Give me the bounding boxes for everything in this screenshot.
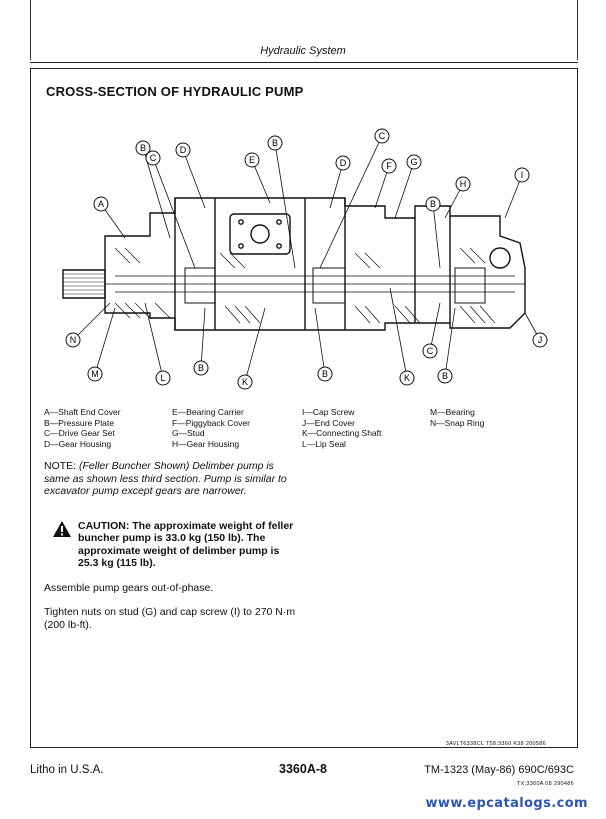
pump-cross-section-diagram: A B C D E B C D F G H I B N M L B K B K … (62, 128, 548, 390)
section-title: CROSS-SECTION OF HYDRAULIC PUMP (46, 84, 304, 99)
callout-label-b3: B (430, 199, 436, 209)
legend-item: N—Snap Ring (430, 417, 485, 428)
legend-item: H—Gear Housing (172, 438, 240, 449)
legend-item: G—Stud (172, 428, 205, 439)
note-paragraph: NOTE: (Feller Buncher Shown) Delimber pu… (44, 460, 294, 498)
content-frame (30, 68, 578, 748)
callout-label-e: E (249, 155, 255, 165)
callout-bubbles (65, 128, 548, 390)
legend-item: L—Lip Seal (302, 438, 346, 449)
section-hatching (114, 247, 496, 324)
legend-column-4: M—Bearing N—Snap Ring (430, 407, 484, 428)
legend-item: F—Piggyback Cover (172, 417, 250, 428)
reference-code: 3AVLT6338CL T58;3360 K38 200586 (445, 741, 546, 747)
callout-label-d2: D (340, 158, 347, 168)
legend-item: J—End Cover (302, 417, 355, 428)
callout-label-n: N (70, 335, 77, 345)
legend-item: I—Cap Screw (302, 407, 355, 417)
callout-label-h: H (460, 179, 467, 189)
warning-triangle-icon (53, 521, 71, 537)
callout-label-i: I (521, 170, 524, 180)
callout-label-m: M (91, 369, 99, 379)
footer-litho: Litho in U.S.A. (30, 764, 104, 776)
note-body: (Feller Buncher Shown) Delimber pump is … (44, 460, 287, 498)
callout-label-g: G (410, 157, 417, 167)
footer-manual-id: TM-1323 (May-86) 690C/693C (424, 764, 574, 776)
watermark: www.epcatalogs.com (425, 796, 588, 811)
callout-label-b2: B (272, 138, 278, 148)
callout-label-k2: K (404, 373, 410, 383)
callout-label-k1: K (242, 377, 248, 387)
legend-column-2: E—Bearing Carrier F—Piggyback Cover G—St… (172, 407, 250, 449)
legend-item: B—Pressure Plate (44, 417, 114, 428)
header-rule (30, 62, 578, 63)
callout-leaders (72, 135, 541, 383)
header-title: Hydraulic System (260, 45, 346, 57)
callout-label-c3: C (427, 346, 434, 356)
legend-column-1: A—Shaft End Cover B—Pressure Plate C—Dri… (44, 407, 121, 449)
callout-label-c1: C (150, 153, 157, 163)
footer-page-number: 3360A-8 (279, 762, 327, 776)
callout-label-f: F (386, 161, 392, 171)
callout-label-b6: B (442, 371, 448, 381)
callout-label-j: J (538, 335, 543, 345)
footer-small-code: TX;3360A 08 290486 (516, 781, 574, 787)
callout-label-c2: C (379, 131, 386, 141)
callout-label-b5: B (322, 369, 328, 379)
callout-label-b4: B (198, 363, 204, 373)
page-margin-line-right (577, 0, 578, 60)
pump-body (62, 197, 526, 331)
callout-label-b1: B (140, 143, 146, 153)
note-label: NOTE: (44, 460, 77, 472)
caution-text: CAUTION: The approximate weight of felle… (78, 520, 294, 570)
callout-label-a: A (98, 199, 104, 209)
legend-item: C—Drive Gear Set (44, 428, 115, 439)
page-margin-line-left (30, 0, 31, 60)
callout-labels: A B C D E B C D F G H I B N M L B K B K … (70, 131, 543, 387)
legend-item: D—Gear Housing (44, 438, 112, 449)
legend-item: E—Bearing Carrier (172, 407, 244, 417)
callout-label-l: L (160, 373, 165, 383)
paragraph-tighten: Tighten nuts on stud (G) and cap screw (… (44, 606, 296, 631)
legend-item: K—Connecting Shaft (302, 428, 382, 439)
legend-column-3: I—Cap Screw J—End Cover K—Connecting Sha… (302, 407, 381, 449)
legend-item: A—Shaft End Cover (44, 407, 121, 417)
paragraph-assemble: Assemble pump gears out-of-phase. (44, 582, 214, 594)
legend-item: M—Bearing (430, 407, 475, 417)
callout-label-d1: D (180, 145, 187, 155)
